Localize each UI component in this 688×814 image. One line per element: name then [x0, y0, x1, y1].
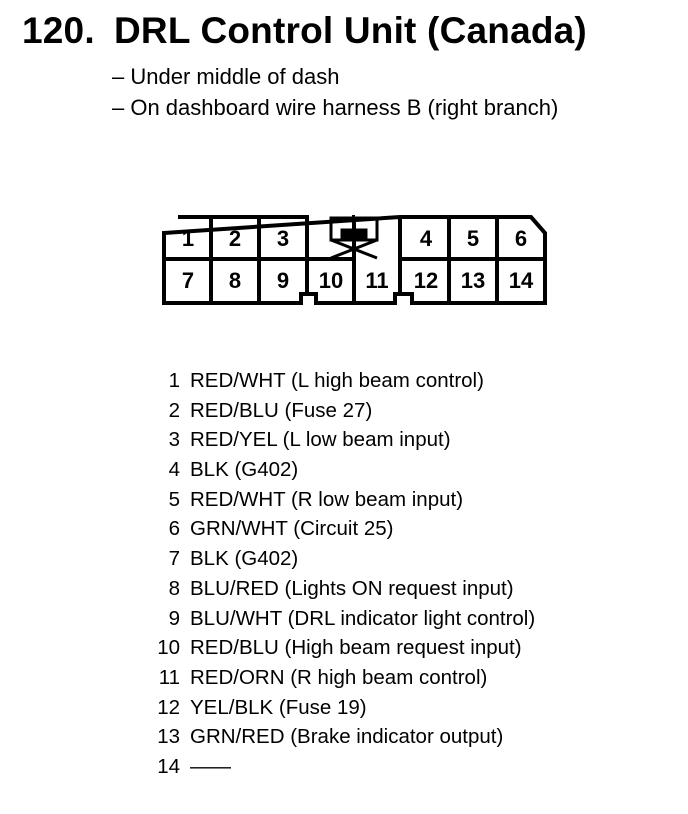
- connector-pin-label: 14: [509, 268, 534, 293]
- pin-number: 14: [157, 754, 180, 778]
- pin-number: 12: [157, 695, 180, 719]
- connector-pin-label: 13: [461, 268, 485, 293]
- pin-description: RED/WHT (L high beam control): [190, 369, 484, 392]
- pin-row: 14 ——: [150, 755, 535, 785]
- pin-description: BLU/WHT (DRL indicator light control): [190, 606, 536, 630]
- pin-row: 5 RED/WHT (R low beam input): [150, 488, 535, 518]
- pin-description: RED/ORN (R high beam control): [190, 665, 488, 689]
- pin-number: 11: [158, 665, 180, 689]
- connector-pin-label: 10: [319, 268, 343, 293]
- connector-pin-label: 12: [414, 268, 438, 293]
- pin-number: 8: [168, 576, 180, 600]
- pin-description: RED/BLU (High beam request input): [190, 636, 522, 660]
- pin-row: 10 RED/BLU (High beam request input): [150, 636, 535, 666]
- pin-number: 3: [168, 428, 180, 452]
- page-title: 120. DRL Control Unit (Canada): [22, 10, 587, 52]
- connector-pin-label: 3: [277, 226, 289, 251]
- connector-pin-label: 7: [182, 268, 194, 293]
- pin-description: YEL/BLK (Fuse 19): [190, 695, 367, 719]
- pin-description: BLU/RED (Lights ON request input): [190, 576, 514, 600]
- connector-pin-label: 1: [182, 226, 194, 251]
- pin-number: 9: [168, 606, 180, 630]
- pin-description: RED/WHT (R low beam input): [190, 487, 464, 511]
- pin-row: 12 YEL/BLK (Fuse 19): [150, 696, 535, 726]
- title-number: 120.: [22, 10, 95, 51]
- pin-number: 10: [157, 636, 180, 660]
- connector-pin-label: 5: [467, 226, 479, 251]
- location-line-2: – On dashboard wire harness B (right bra…: [112, 95, 559, 120]
- pin-description: GRN/WHT (Circuit 25): [190, 517, 394, 541]
- pin-number: 4: [168, 458, 180, 482]
- pin-row: 2 RED/BLU (Fuse 27): [150, 399, 535, 429]
- connector-pin-label: 4: [420, 226, 433, 251]
- pin-number: 6: [168, 517, 180, 541]
- connector-pin-label: 2: [229, 226, 241, 251]
- pin-row: 7 BLK (G402): [150, 547, 535, 577]
- pin-description: BLK (G402): [190, 547, 299, 571]
- pin-description: GRN/RED (Brake indicator output): [190, 725, 504, 749]
- pin-number: 1: [168, 369, 180, 392]
- connector-pin-label: 9: [277, 268, 289, 293]
- pin-row: 3 RED/YEL (L low beam input): [150, 428, 535, 458]
- pin-row: 1 RED/WHT (L high beam control): [150, 369, 535, 399]
- connector-pin-label: 6: [515, 226, 527, 251]
- pin-number: 2: [168, 398, 180, 422]
- pin-description: RED/BLU (Fuse 27): [190, 398, 373, 422]
- pin-number: 13: [157, 725, 180, 749]
- pin-row: 9 BLU/WHT (DRL indicator light control): [150, 606, 536, 637]
- location-line-1: – Under middle of dash: [112, 64, 340, 89]
- pin-number: 5: [168, 487, 180, 511]
- pin-row: 11 RED/ORN (R high beam control): [150, 666, 535, 696]
- pin-row: 8 BLU/RED (Lights ON request input): [150, 577, 535, 607]
- pin-description: BLK (G402): [190, 458, 299, 482]
- pin-row: 4 BLK (G402): [150, 458, 535, 488]
- connector-pin-label: 8: [229, 268, 241, 293]
- title-text: DRL Control Unit (Canada): [114, 10, 587, 51]
- connector-pin-label: 11: [365, 268, 388, 293]
- pin-number: 7: [168, 547, 180, 571]
- pin-description: RED/YEL (L low beam input): [190, 428, 451, 452]
- latch-icon: [329, 216, 379, 260]
- pin-description: ——: [190, 754, 231, 778]
- pin-row: 6 GRN/WHT (Circuit 25): [150, 517, 535, 547]
- pin-row: 13 GRN/RED (Brake indicator output): [150, 725, 535, 755]
